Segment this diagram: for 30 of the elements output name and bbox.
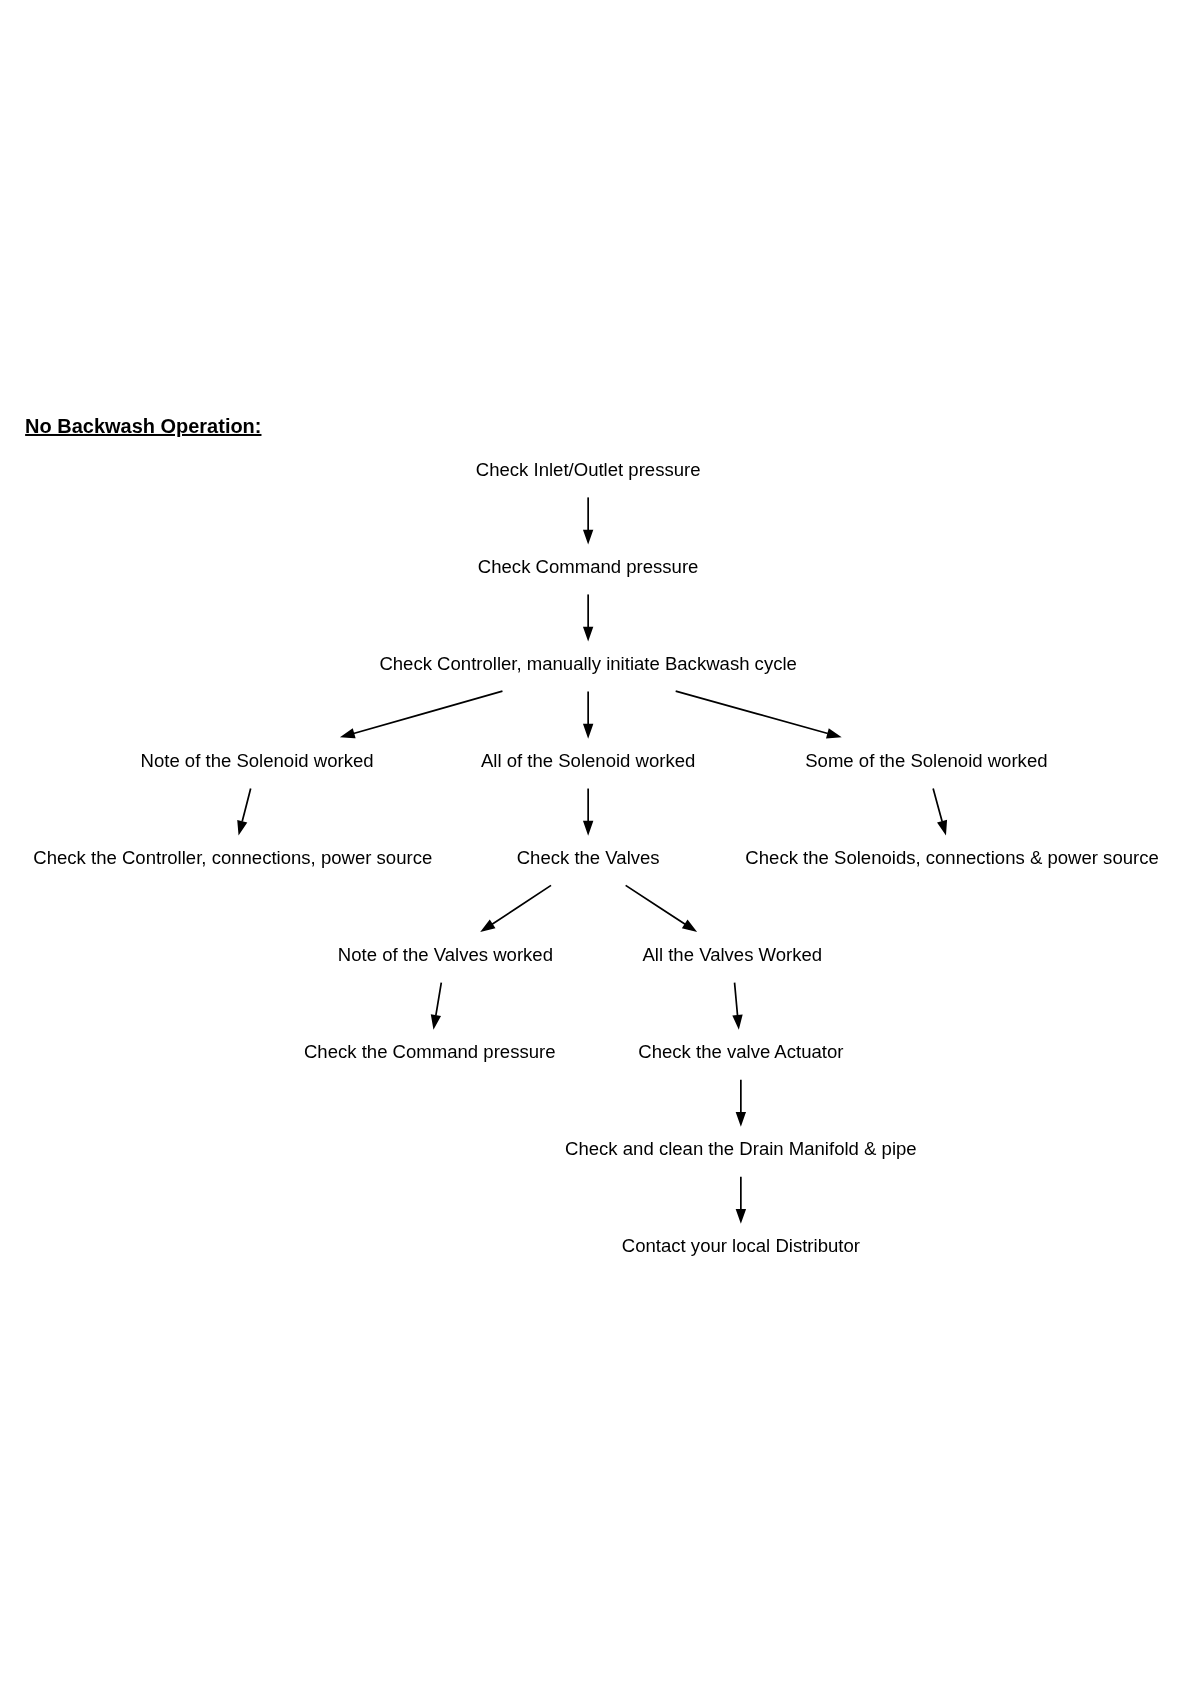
arrow <box>430 981 443 1030</box>
arrow <box>932 787 948 836</box>
arrow <box>674 689 842 738</box>
arrow <box>339 689 504 738</box>
node-text: Check Inlet/Outlet pressure <box>475 458 701 480</box>
node-text: Check the Solenoids, connections & power source <box>745 846 1159 868</box>
arrow <box>735 1078 747 1127</box>
node-text: Check and clean the Drain Manifold & pipe <box>565 1137 917 1159</box>
arrow <box>732 981 743 1030</box>
diagram-title: No Backwash Operation: <box>25 414 262 437</box>
node-text: Check Controller, manually initiate Backwash cycle <box>379 652 797 674</box>
arrow <box>582 690 594 739</box>
node-text: Contact your local Distributor <box>621 1234 860 1256</box>
arrow <box>735 1175 747 1224</box>
node-text: All of the Solenoid worked <box>480 749 696 771</box>
arrow <box>480 884 552 932</box>
arrow <box>237 787 252 836</box>
node-text: Note of the Valves worked <box>337 943 553 965</box>
node-text: Check the Valves <box>516 846 660 868</box>
node-text: Check the valve Actuator <box>638 1040 844 1062</box>
node-text: Check Command pressure <box>477 555 699 577</box>
node-text: Check the Command pressure <box>303 1040 556 1062</box>
node-text: All the Valves Worked <box>642 943 823 965</box>
arrow <box>582 593 594 642</box>
node-text: Check the Controller, connections, power source <box>33 846 433 868</box>
node-text: Note of the Solenoid worked <box>140 749 374 771</box>
node-text: Some of the Solenoid worked <box>805 749 1048 771</box>
arrow <box>582 496 594 545</box>
arrow <box>582 787 594 836</box>
arrow <box>624 884 698 932</box>
